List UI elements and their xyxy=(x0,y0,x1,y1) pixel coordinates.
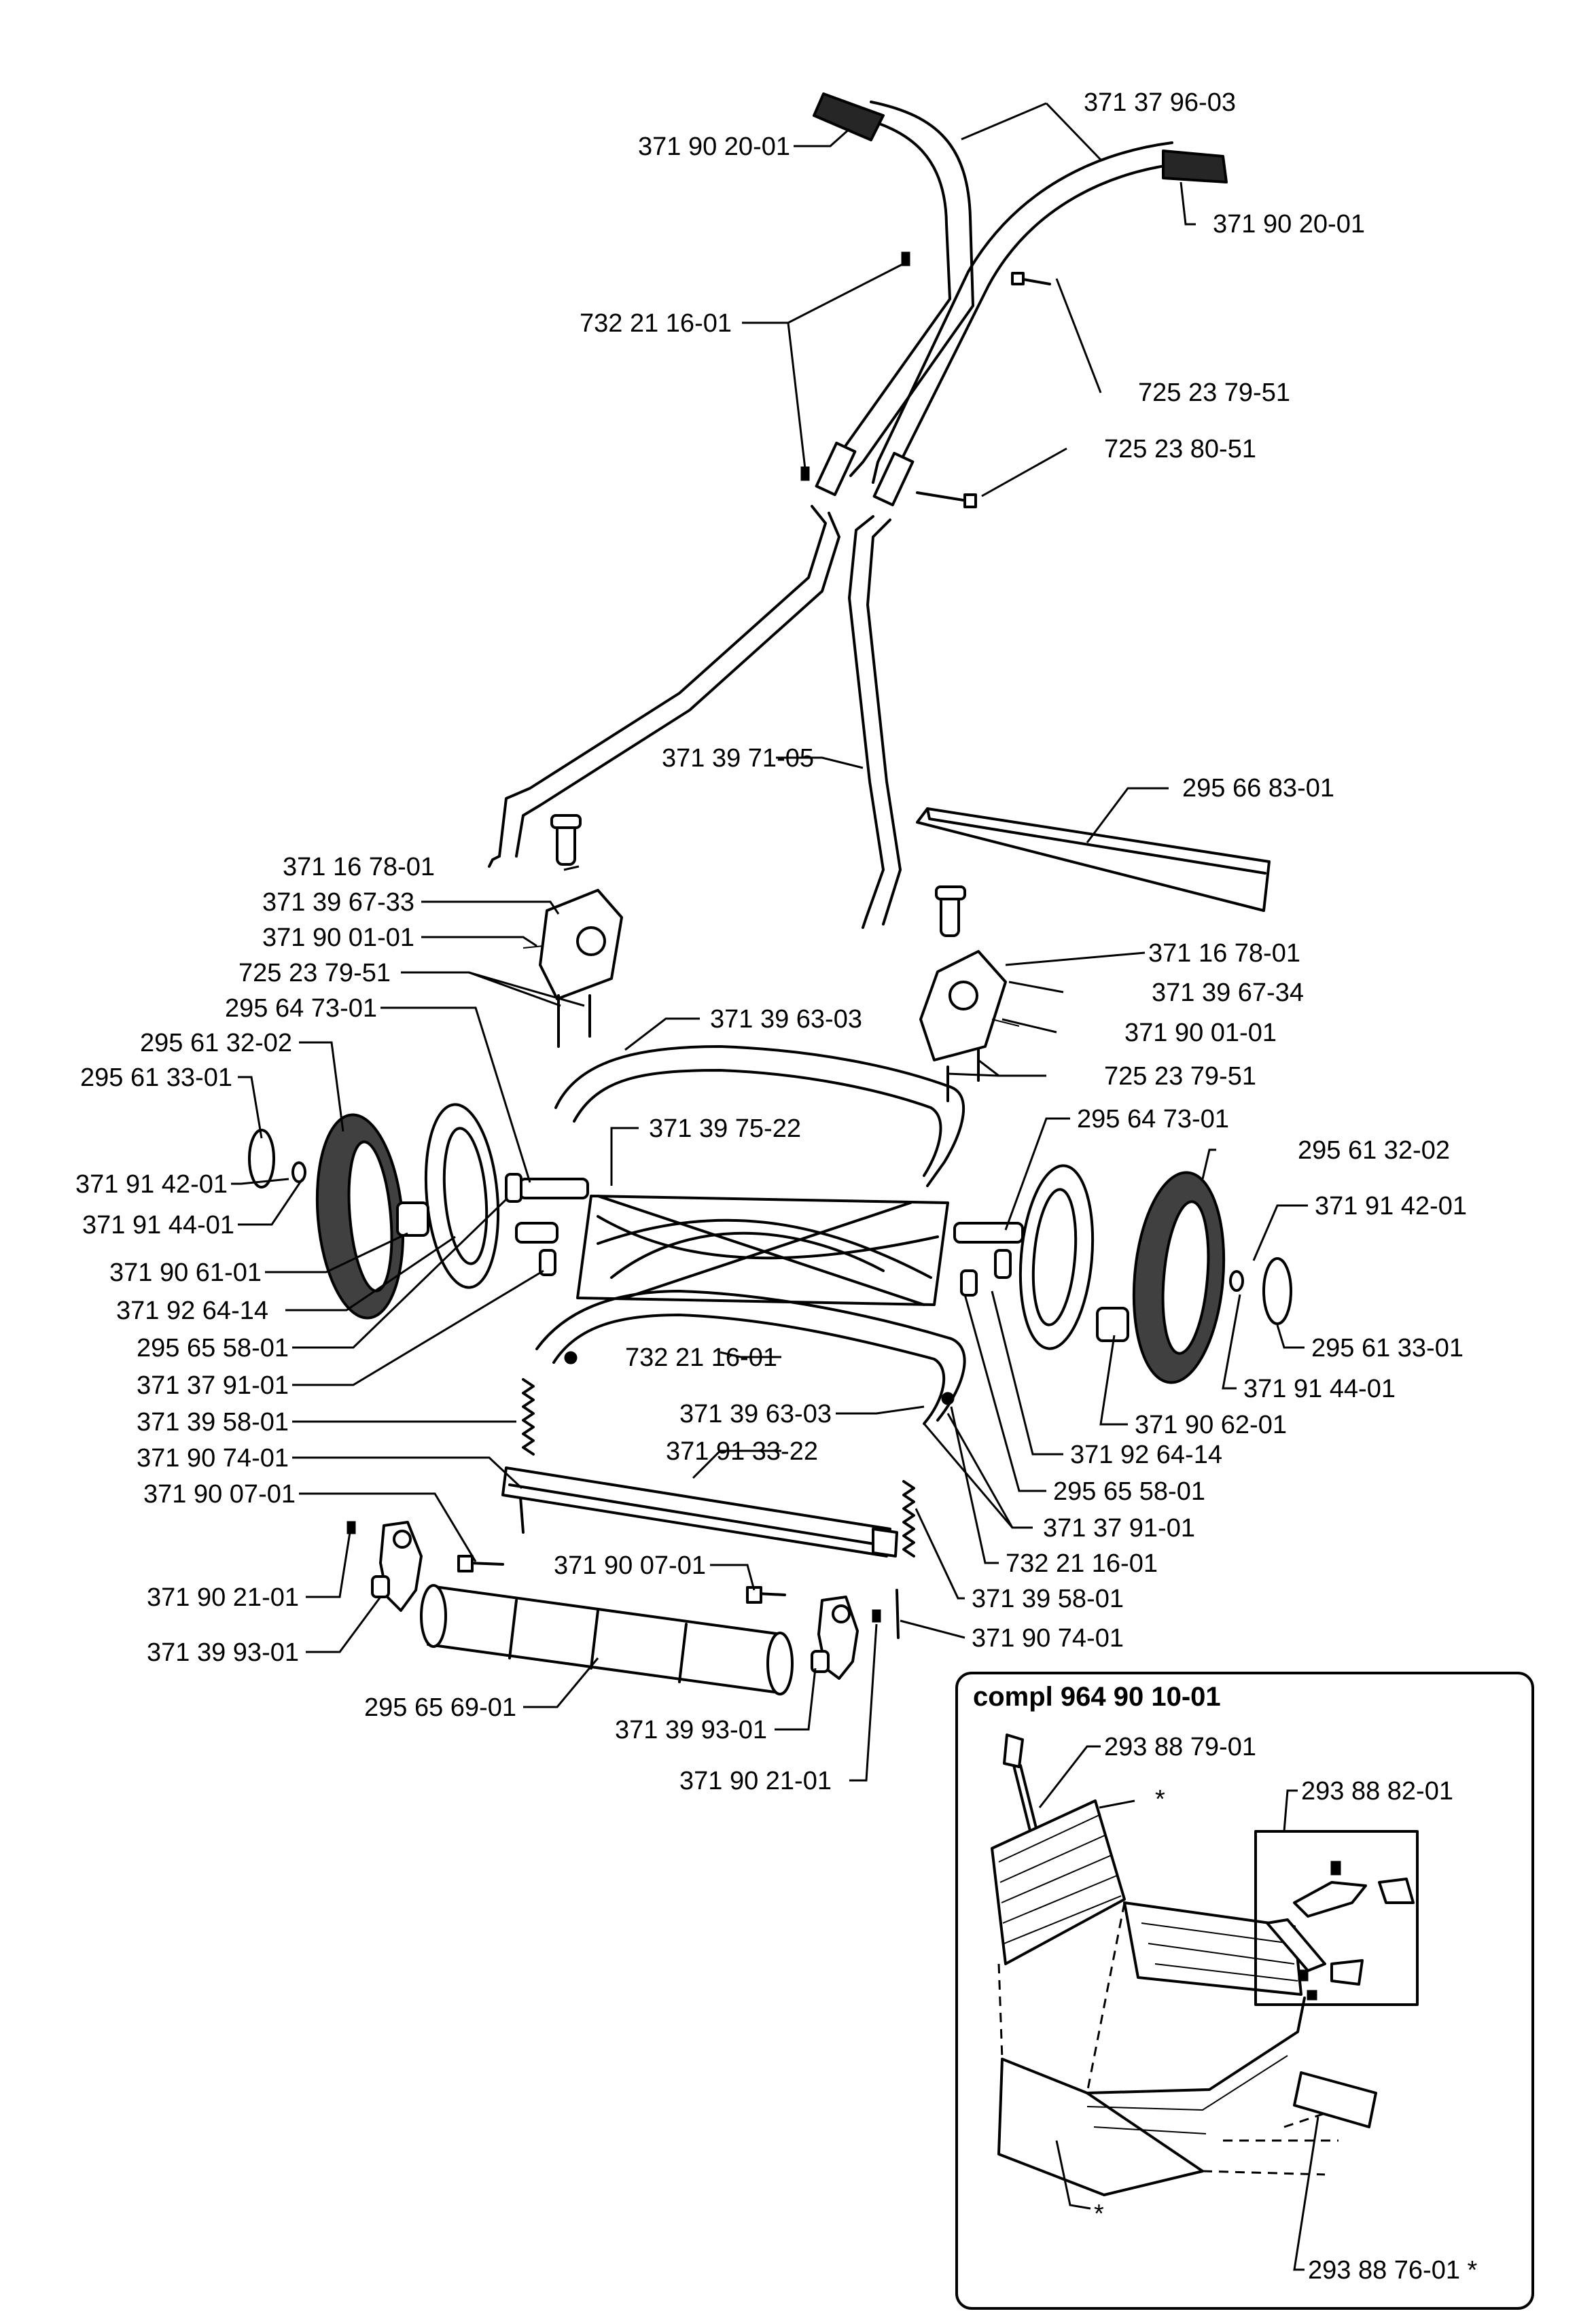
grass-catcher-kit-inset: compl 964 90 10-01 xyxy=(955,1672,1534,2310)
part-labels: 371 90 20-01 371 37 96-03 371 90 20-01 7… xyxy=(75,88,1467,1795)
label-l41: 371 90 62-01 xyxy=(1135,1411,1287,1439)
label-l34: 295 64 73-01 xyxy=(1077,1105,1229,1133)
right-wheel-assembly xyxy=(539,1164,1292,1384)
label-l32: 725 23 79-51 xyxy=(1104,1062,1256,1091)
label-l17: 371 91 44-01 xyxy=(82,1211,234,1239)
label-l46: 732 21 16-01 xyxy=(1006,1549,1158,1578)
label-l12: 725 23 79-51 xyxy=(238,959,391,987)
label-l21: 371 37 91-01 xyxy=(137,1371,289,1400)
leader-lines xyxy=(231,102,1308,1782)
kit-star-top: * xyxy=(1155,1785,1165,1814)
label-l42: 371 92 64-14 xyxy=(1070,1441,1222,1469)
label-l02: 371 37 96-03 xyxy=(1084,88,1236,117)
label-l24: 371 90 07-01 xyxy=(143,1480,296,1509)
deflector-plate xyxy=(916,807,1271,912)
label-l43: 371 91 33-22 xyxy=(666,1437,818,1466)
catcher-hook-bar xyxy=(1293,2071,1377,2128)
label-l11: 371 90 01-01 xyxy=(262,923,414,952)
label-l14: 295 61 32-02 xyxy=(140,1029,292,1057)
lower-frame-tube xyxy=(535,1290,966,1425)
label-l19: 371 92 64-14 xyxy=(116,1297,268,1325)
catcher-floor xyxy=(1123,1901,1302,1996)
label-l22: 371 39 58-01 xyxy=(137,1408,289,1437)
label-l29: 371 39 67-34 xyxy=(1152,979,1304,1007)
label-l06: 725 23 80-51 xyxy=(1104,435,1256,463)
label-l03: 371 90 20-01 xyxy=(1213,210,1365,239)
kit-label-l3: 293 88 76-01 * xyxy=(1308,2256,1478,2285)
label-l28: 371 16 78-01 xyxy=(1148,939,1300,968)
label-l01: 371 90 20-01 xyxy=(638,133,790,161)
label-l49: 371 90 74-01 xyxy=(972,1624,1124,1653)
kit-label-l1: 293 88 79-01 xyxy=(1104,1733,1256,1761)
label-l50: 371 39 93-01 xyxy=(615,1716,767,1744)
label-l10: 371 39 67-33 xyxy=(262,888,414,917)
label-l48: 371 39 58-01 xyxy=(972,1585,1124,1613)
fittings-box xyxy=(1254,1830,1419,2006)
upper-frame-tube xyxy=(554,1045,965,1187)
springs-and-bedknife xyxy=(501,1378,915,1639)
label-l05: 725 23 79-51 xyxy=(1138,379,1290,407)
label-l27: 295 65 69-01 xyxy=(364,1693,516,1722)
label-l39: 732 21 16-01 xyxy=(625,1343,777,1372)
label-l38: 371 91 44-01 xyxy=(1243,1375,1396,1403)
label-l23: 371 90 74-01 xyxy=(137,1444,289,1473)
label-l07: 371 39 71-05 xyxy=(662,744,814,773)
label-l35: 295 61 32-02 xyxy=(1298,1136,1450,1165)
label-l25: 371 90 21-01 xyxy=(147,1583,299,1612)
label-l04: 732 21 16-01 xyxy=(580,309,732,338)
label-l44: 295 65 58-01 xyxy=(1053,1477,1205,1506)
handle-assembly xyxy=(488,92,1228,929)
kit-title: compl 964 90 10-01 xyxy=(973,1682,1221,1712)
label-l09: 371 16 78-01 xyxy=(283,853,435,881)
kit-label-l2: 293 88 82-01 xyxy=(1301,1777,1453,1806)
label-l33: 371 39 75-22 xyxy=(649,1114,801,1143)
left-wheel-assembly xyxy=(248,1103,522,1320)
kit-star-bottom: * xyxy=(1094,2200,1104,2228)
roller-and-brackets xyxy=(347,1521,881,1695)
label-l20: 295 65 58-01 xyxy=(137,1334,289,1362)
label-l31: 371 90 01-01 xyxy=(1124,1019,1277,1047)
side-plates xyxy=(522,814,1020,1102)
label-l08: 295 66 83-01 xyxy=(1182,774,1334,803)
label-l36: 371 91 42-01 xyxy=(1315,1192,1467,1220)
kit-frame xyxy=(955,1672,1534,2310)
label-l13: 295 64 73-01 xyxy=(225,994,377,1023)
label-l47: 371 90 07-01 xyxy=(554,1551,706,1580)
label-l40: 371 39 63-03 xyxy=(679,1400,832,1428)
label-l30: 371 39 63-03 xyxy=(710,1005,862,1034)
label-l16: 371 91 42-01 xyxy=(75,1170,228,1199)
label-l26: 371 39 93-01 xyxy=(147,1638,299,1667)
label-l51: 371 90 21-01 xyxy=(679,1767,832,1795)
catcher-back-panel xyxy=(991,1799,1126,1965)
label-l37: 295 61 33-01 xyxy=(1311,1334,1464,1362)
label-l18: 371 90 61-01 xyxy=(109,1259,262,1287)
label-l45: 371 37 91-01 xyxy=(1043,1514,1195,1543)
label-l15: 295 61 33-01 xyxy=(80,1063,232,1092)
cutting-reel xyxy=(515,1178,1024,1306)
